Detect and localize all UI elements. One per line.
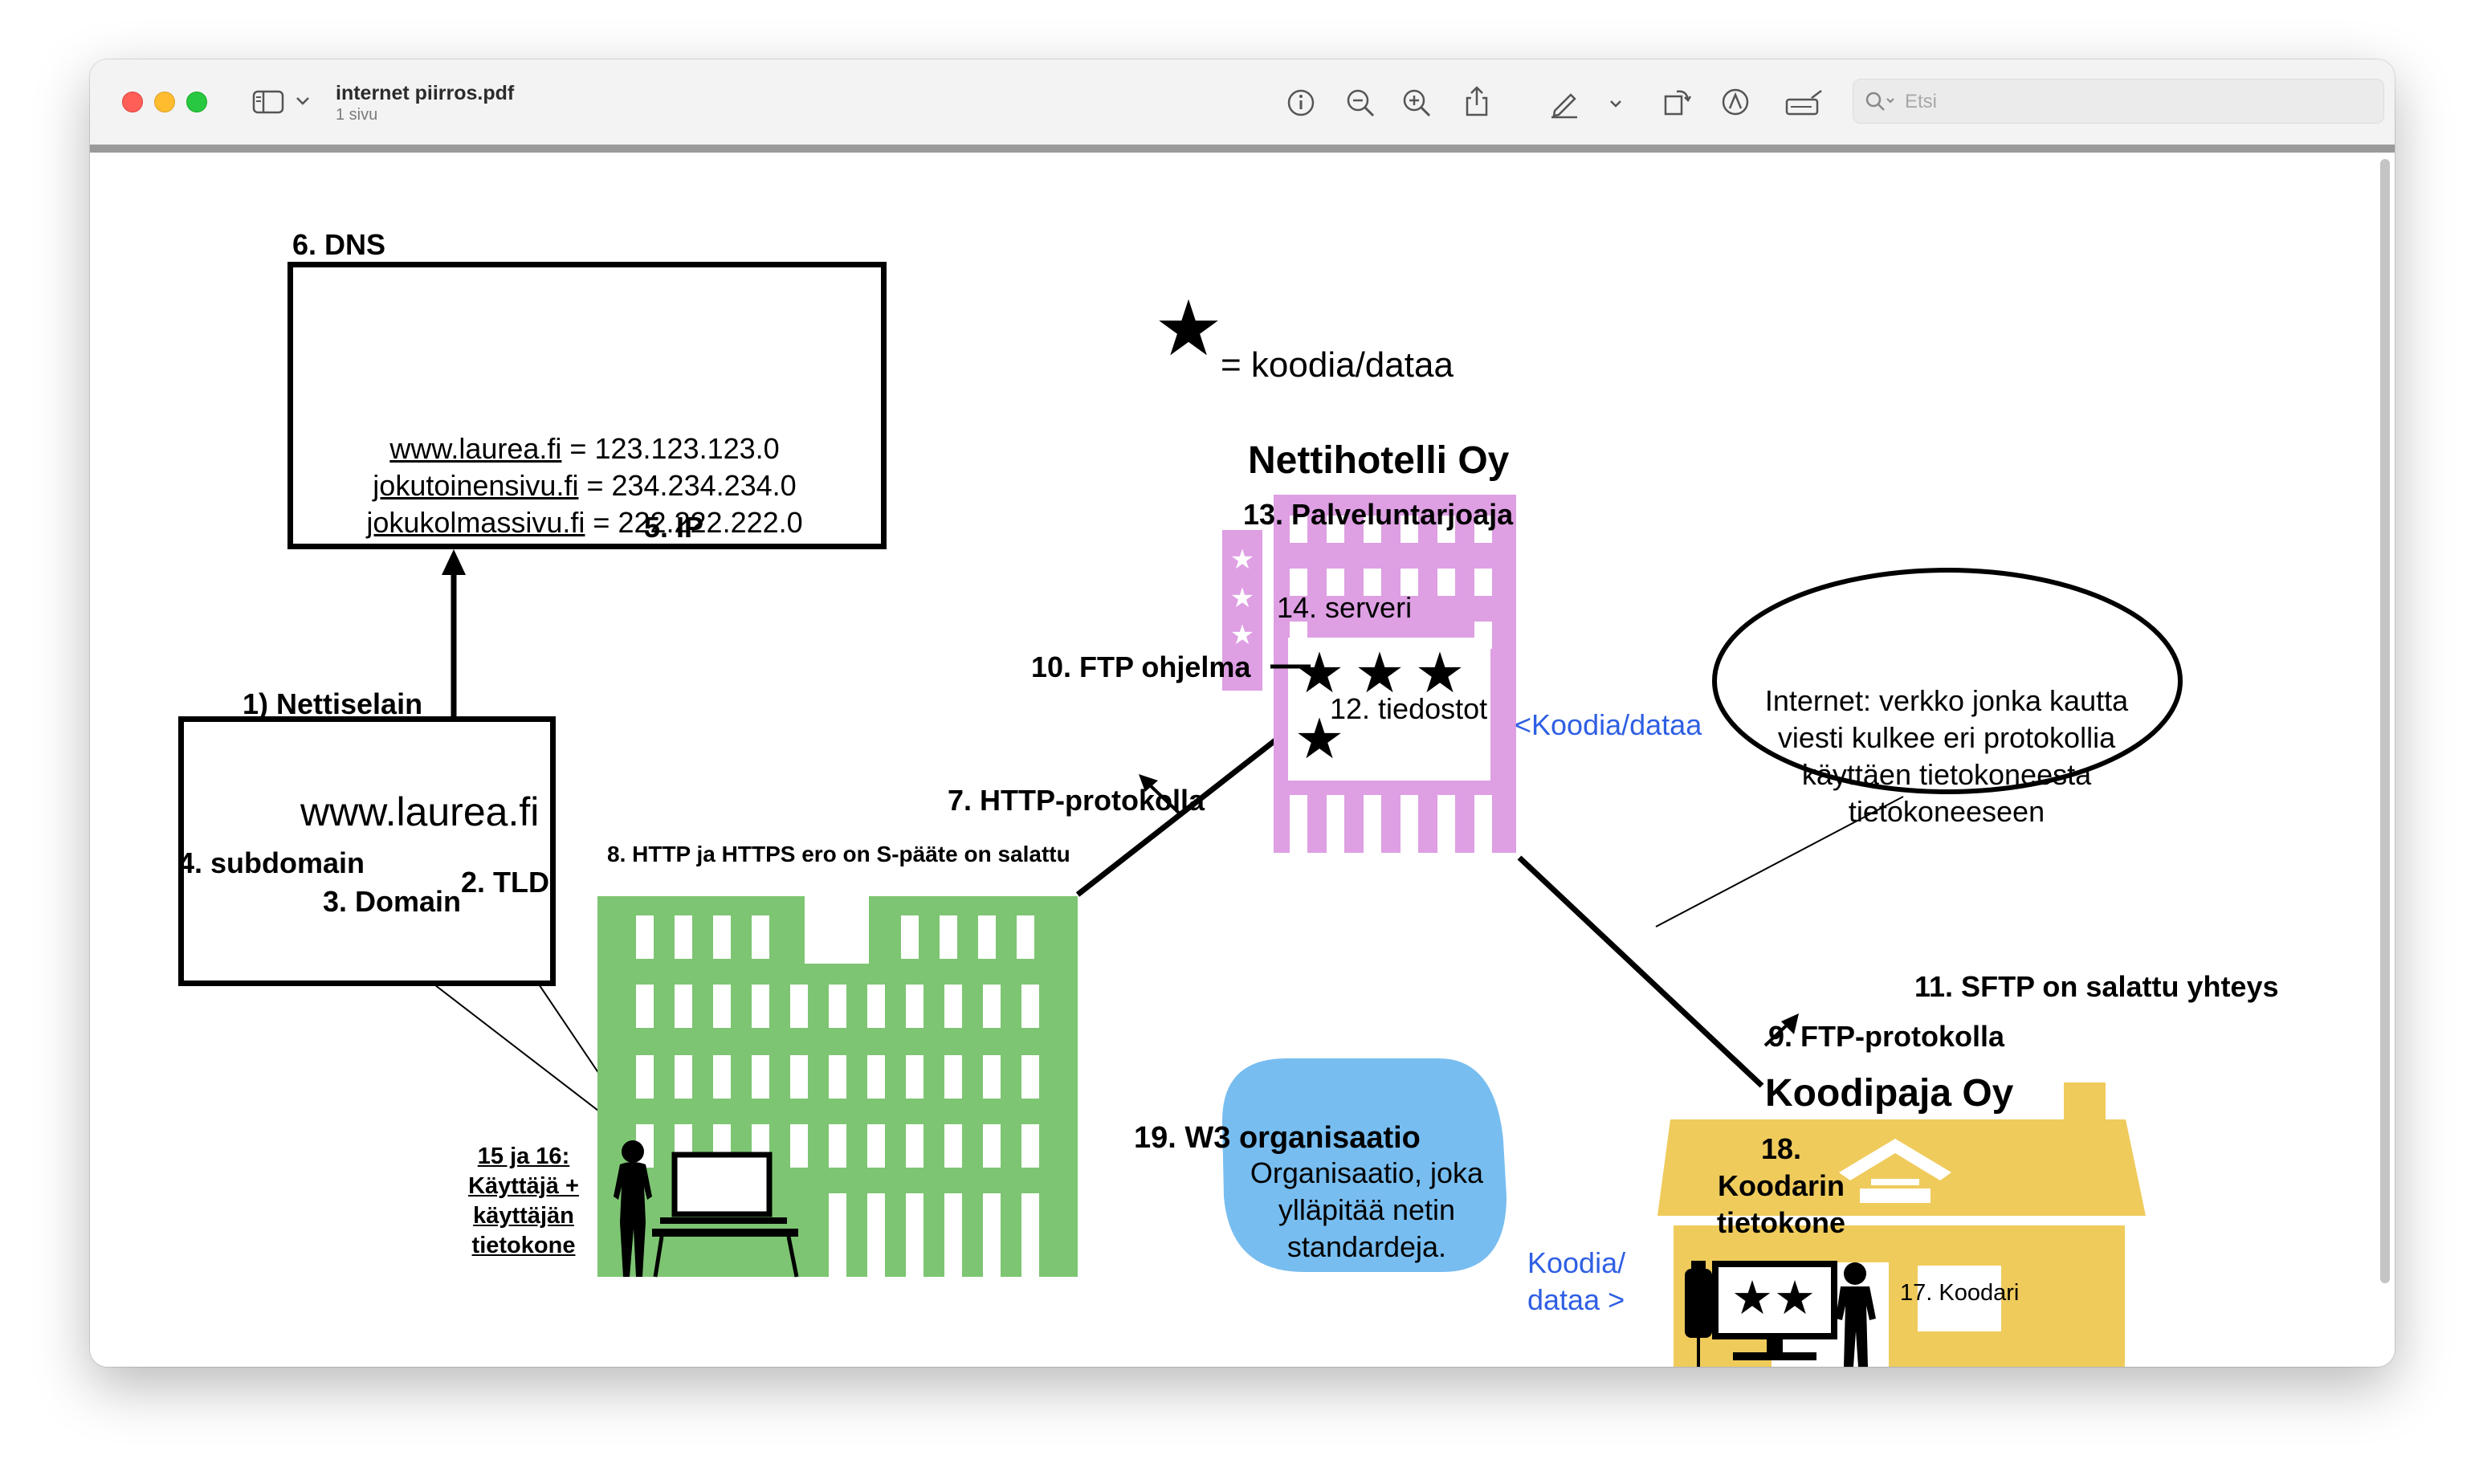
preview-window: internet piirros.pdf 1 sivu [90, 59, 2395, 1367]
coder-computer-label-line: Koodarin [1718, 1169, 1845, 1202]
ftp-protocol-label: 9. FTP-protokolla [1768, 1020, 2005, 1053]
coder-label: 17. Koodari [1900, 1280, 2020, 1306]
koodipaja-name: Koodipaja Oy [1765, 1072, 2014, 1115]
user-silhouette [614, 1140, 652, 1277]
document-page-count: 1 sivu [336, 106, 378, 124]
signature-icon[interactable] [1784, 88, 1825, 117]
hotel-name: Nettihotelli Oy [1248, 439, 1510, 482]
user-label-line: käyttäjän [473, 1203, 574, 1229]
dns-ip: = 234.234.234.0 [578, 469, 797, 502]
file-star: ★ [1295, 706, 1345, 772]
sidebar-icon[interactable] [252, 90, 284, 114]
page-top-edge [90, 145, 2395, 153]
browser-url: www.laurea.fi [300, 789, 540, 834]
hotel-building: ★ ★ ★ [1222, 495, 1516, 853]
annotate-icon[interactable] [1720, 87, 1751, 117]
info-icon[interactable] [1286, 88, 1315, 117]
koodipaja-house [1657, 1082, 2146, 1367]
search-icon [1865, 92, 1894, 111]
svg-text:★: ★ [1774, 1270, 1816, 1325]
minimize-window-button[interactable] [154, 92, 175, 112]
provider-label: 13. Palveluntarjoaja [1243, 498, 1514, 531]
subdomain-label: 4. subdomain [178, 846, 365, 879]
w3-description-line: standardeja. [1286, 1230, 1447, 1263]
coder-silhouette [1836, 1262, 1876, 1367]
pdf-page: ★ ★ ★ ★ ★ ★ ★ ★ [90, 153, 2395, 1367]
svg-text:★: ★ [1230, 544, 1254, 576]
dns-title: 6. DNS [292, 228, 386, 261]
coder-computer-icon: ★ ★ [1685, 1261, 1837, 1367]
chevron-down-icon[interactable] [296, 96, 310, 106]
user-label: 15 ja 16: Käyttäjä + käyttäjän tietokone [467, 1142, 580, 1261]
svg-text:★: ★ [1230, 619, 1254, 651]
share-icon[interactable] [1463, 85, 1490, 117]
file-star: ★ [1415, 640, 1466, 706]
legend-star-icon: ★ [1154, 283, 1223, 373]
w3-organisation-blob [1222, 1058, 1507, 1272]
internet-bubble [1712, 568, 2183, 794]
server-label: 14. serveri [1277, 591, 1413, 624]
files-label: 12. tiedostot [1330, 692, 1488, 725]
coder-computer-label-line: tietokone [1716, 1206, 1845, 1239]
zoom-window-button[interactable] [186, 92, 207, 112]
http-connection-line [1075, 738, 1278, 897]
user-label-line: 15 ja 16: [477, 1144, 570, 1169]
dns-ip: = 222.222.222.0 [585, 506, 803, 539]
titlebar: internet piirros.pdf 1 sivu [90, 59, 2395, 146]
browser-box [178, 716, 556, 986]
laptop-icon [652, 1152, 799, 1278]
dns-domain: jokutoinensivu.fi [373, 469, 579, 502]
legend-text: = koodia/dataa [1221, 345, 1454, 385]
tld-label: 2. TLD [461, 866, 550, 899]
http-arrow [1139, 774, 1158, 792]
coder-code-data-label: dataa > [1527, 1283, 1625, 1316]
diagram-graphics: ★ ★ ★ ★ ★ ★ ★ ★ [304, 283, 2183, 1367]
coder-computer-label: 18. Koodarin tietokone [1693, 1131, 1869, 1241]
browser-label: 1) Nettiselain [243, 687, 423, 720]
http-protocol-label: 7. HTTP-protokolla [948, 784, 1205, 817]
dns-entry: www.laurea.fi = 123.123.123.0 jokutoinen… [304, 430, 866, 541]
svg-text:★: ★ [1230, 582, 1254, 614]
dns-box [287, 262, 887, 549]
svg-text:★: ★ [1731, 1270, 1773, 1325]
ip-label: 5. IP [644, 511, 704, 544]
file-star: ★ [1295, 640, 1345, 706]
chevron-down-icon[interactable] [1609, 100, 1622, 108]
house-roof-icon [1839, 1139, 1951, 1203]
coder-code-data-label: Koodia/ [1527, 1246, 1626, 1279]
file-star: ★ [1355, 640, 1405, 706]
w3-description-line: ylläpitää netin [1278, 1193, 1456, 1226]
zoom-in-icon[interactable] [1402, 88, 1433, 119]
sftp-label: 11. SFTP on salattu yhteys [1914, 970, 2279, 1003]
dns-ip: = 123.123.123.0 [561, 432, 780, 465]
arrow-to-dns [442, 549, 466, 575]
w3-description: Organisaatio, joka ylläpitää netin stand… [1246, 1155, 1487, 1266]
search-field[interactable] [1853, 79, 2384, 124]
coder-computer-label-line: 18. [1760, 1132, 1802, 1165]
zoom-out-icon[interactable] [1346, 88, 1376, 119]
user-label-line: tietokone [471, 1233, 576, 1258]
w3-description-line: Organisaatio, joka [1250, 1156, 1484, 1189]
close-window-button[interactable] [122, 92, 143, 112]
document-title: internet piirros.pdf [336, 82, 515, 104]
search-input[interactable] [1903, 88, 2356, 116]
vertical-scrollbar[interactable] [2380, 159, 2390, 1283]
ftp-connection-line [1517, 855, 1764, 1088]
bubble-pointer-line [1655, 796, 1904, 928]
http-https-note: 8. HTTP ja HTTPS ero on S-pääte on salat… [607, 842, 1070, 866]
house-window [1918, 1266, 2001, 1331]
domain-label: 3. Domain [323, 885, 462, 918]
dns-domain: www.laurea.fi [389, 432, 562, 465]
rotate-icon[interactable] [1662, 87, 1693, 117]
user-label-line: Käyttäjä + [468, 1173, 579, 1199]
markup-pen-icon[interactable] [1548, 87, 1580, 119]
dns-domain: jokukolmassivu.fi [366, 506, 585, 539]
w3-title: 19. W3 organisaatio [1134, 1121, 1421, 1155]
ftp-arrow [1781, 1013, 1799, 1034]
ftp-program-label: 10. FTP ohjelma [1031, 650, 1251, 683]
hotel-code-data-label: <Koodia/dataa [1515, 708, 1702, 741]
internet-bubble-text: Internet: verkko jonka kautta viesti kul… [1764, 684, 2129, 828]
